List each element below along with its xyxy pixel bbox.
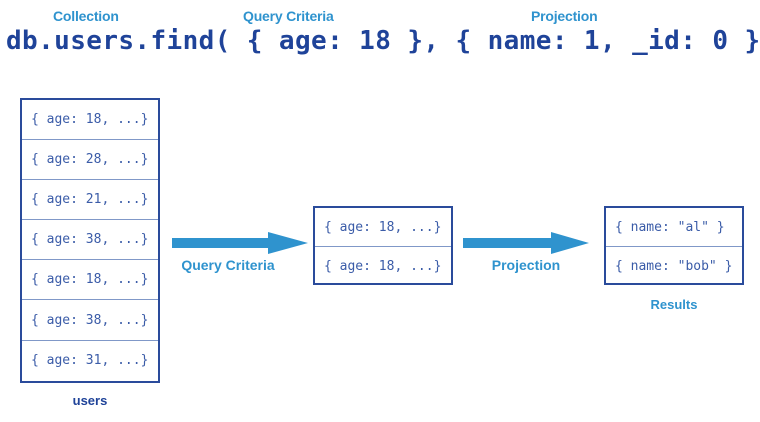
users-collection-box: { age: 18, ...} { age: 28, ...} { age: 2… <box>20 98 160 383</box>
list-item: { name: "bob" } <box>615 259 733 274</box>
query-criteria-arrow-label: Query Criteria <box>181 257 275 273</box>
list-item: { age: 38, ...} <box>22 300 158 341</box>
filtered-documents-box: { age: 18, ...} { age: 18, ...} <box>313 206 453 285</box>
list-item: { age: 21, ...} <box>22 180 158 221</box>
list-item: { age: 28, ...} <box>22 140 158 181</box>
list-item: { age: 18, ...} <box>22 260 158 301</box>
list-item: { age: 18, ...} <box>315 208 451 247</box>
annotation-projection: Projection <box>531 8 598 24</box>
results-box: { name: "al" } { name: "bob" } <box>604 206 744 285</box>
annotation-query-criteria: Query Criteria <box>243 8 334 24</box>
projection-arrow-icon <box>463 232 589 259</box>
list-item: { age: 18, ...} <box>324 259 442 274</box>
query-criteria-arrow-icon <box>172 232 308 259</box>
list-item: { age: 18, ...} <box>22 100 158 141</box>
annotation-collection: Collection <box>53 8 119 24</box>
users-collection-caption: users <box>72 393 108 408</box>
list-item: { age: 31, ...} <box>31 353 149 369</box>
query-statement: db.users.find( { age: 18 }, { name: 1, _… <box>6 26 760 56</box>
projection-arrow-label: Projection <box>491 257 561 273</box>
results-caption: Results <box>650 297 698 312</box>
list-item: { name: "al" } <box>606 208 742 247</box>
list-item: { age: 38, ...} <box>22 220 158 261</box>
